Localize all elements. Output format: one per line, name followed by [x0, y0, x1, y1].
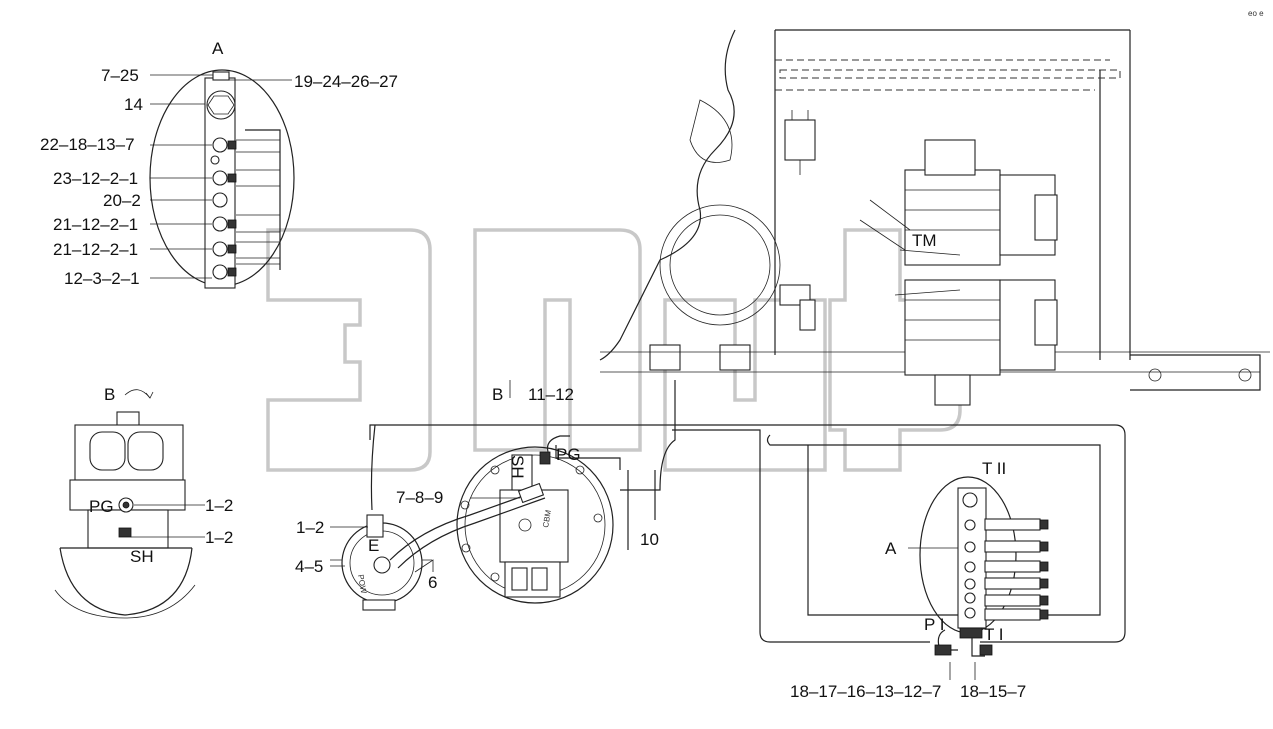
label-22-18-13-7: 22–18–13–7 [40, 135, 135, 154]
t2-mark: T II [982, 459, 1006, 478]
center-b-mark: B [492, 385, 503, 404]
view-b-pg: PG [89, 497, 114, 516]
port-fittings [210, 137, 237, 280]
hex-fitting-icon [206, 90, 236, 120]
view-b-detail: B PG SH 1–2 1–2 [54, 385, 233, 619]
label-1-2: 1–2 [296, 518, 324, 537]
label-21-12-2-1-a: 21–12–2–1 [53, 215, 138, 234]
label-4-5: 4–5 [295, 557, 323, 576]
view-a-detail: A 7–25 19–24–26–27 14 22–18–13–7 23–12–2… [40, 39, 398, 289]
tm-label: TM [912, 231, 937, 250]
motor-stamp-text: CBM [541, 509, 553, 528]
view-a-title: A [212, 39, 224, 58]
label-21-12-2-1-b: 21–12–2–1 [53, 240, 138, 259]
label-10: 10 [640, 530, 659, 549]
label-18-15-7: 18–15–7 [960, 682, 1026, 701]
center-sh: SH [508, 455, 527, 479]
label-19-24-26-27: 19–24–26–27 [294, 72, 398, 91]
label-11-12: 11–12 [528, 385, 574, 404]
engine-frame: TM [599, 29, 1270, 406]
label-6: 6 [428, 573, 437, 592]
label-20-2: 20–2 [103, 191, 141, 210]
view-b-sh: SH [130, 547, 154, 566]
label-18-17-16-13-12-7: 18–17–16–13–12–7 [790, 682, 941, 701]
label-7-25: 7–25 [101, 66, 139, 85]
view-b-label-pg: 1–2 [205, 496, 233, 515]
pump-stamp-text: POW [356, 574, 368, 595]
corner-mark: eo e [1248, 9, 1264, 18]
center-pg: PG [556, 445, 581, 464]
center-assembly: CBM POW B 11–12 PG SH 7–8–9 10 6 1–2 4–5… [295, 380, 1126, 643]
distributor-outlets [964, 518, 1049, 621]
watermark-logo [266, 228, 962, 472]
view-b-title: B [104, 385, 115, 404]
p1-mark: P I [924, 615, 944, 634]
center-e-mark: E [368, 536, 379, 555]
label-12-3-2-1: 12–3–2–1 [64, 269, 140, 288]
label-23-12-2-1: 23–12–2–1 [53, 169, 138, 188]
distributor-a-mark: A [885, 539, 897, 558]
distributor-assembly: T II A P I T I 18–17–16–13–12–7 18–15–7 [790, 459, 1049, 701]
view-b-label-sh: 1–2 [205, 528, 233, 547]
label-7-8-9: 7–8–9 [396, 488, 443, 507]
label-14: 14 [124, 95, 143, 114]
t1-mark: T I [984, 625, 1004, 644]
